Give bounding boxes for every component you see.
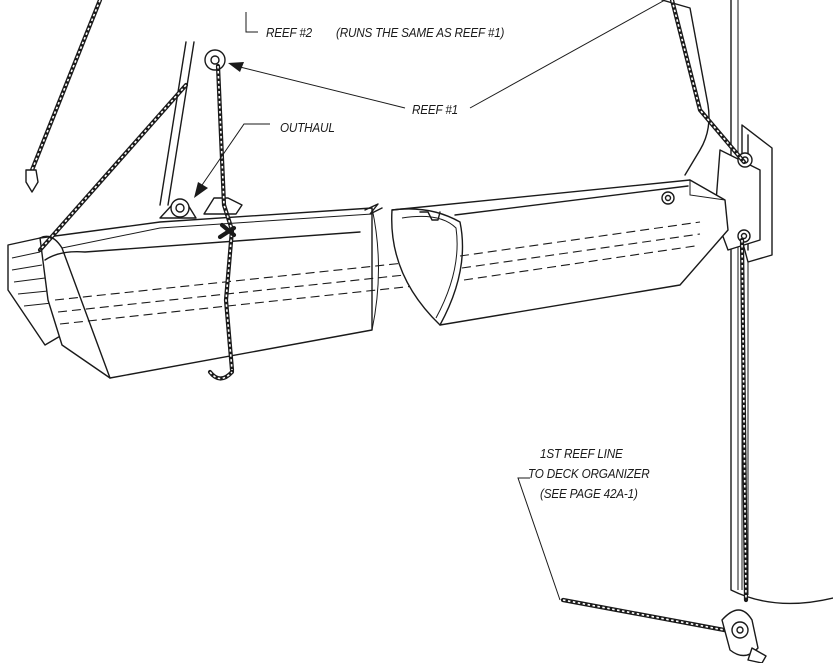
- reef-line-label-line1: 1ST REEF LINE: [540, 446, 623, 461]
- boom-right-section: [391, 179, 729, 326]
- outhaul-label: OUTHAUL: [280, 120, 335, 135]
- turning-block: [721, 609, 767, 663]
- reefing-ropes: [25, 0, 749, 635]
- reef-line-label-line2: TO DECK ORGANIZER: [528, 466, 650, 481]
- reef-2-note: (RUNS THE SAME AS REEF #1): [336, 25, 505, 40]
- leader-lines: [194, 0, 666, 601]
- boom-left-section: [7, 197, 471, 379]
- reef-2-label: REEF #2: [266, 25, 312, 40]
- reef-line-label-line3: (SEE PAGE 42A-1): [540, 486, 638, 501]
- reef-1-label: REEF #1: [412, 102, 458, 117]
